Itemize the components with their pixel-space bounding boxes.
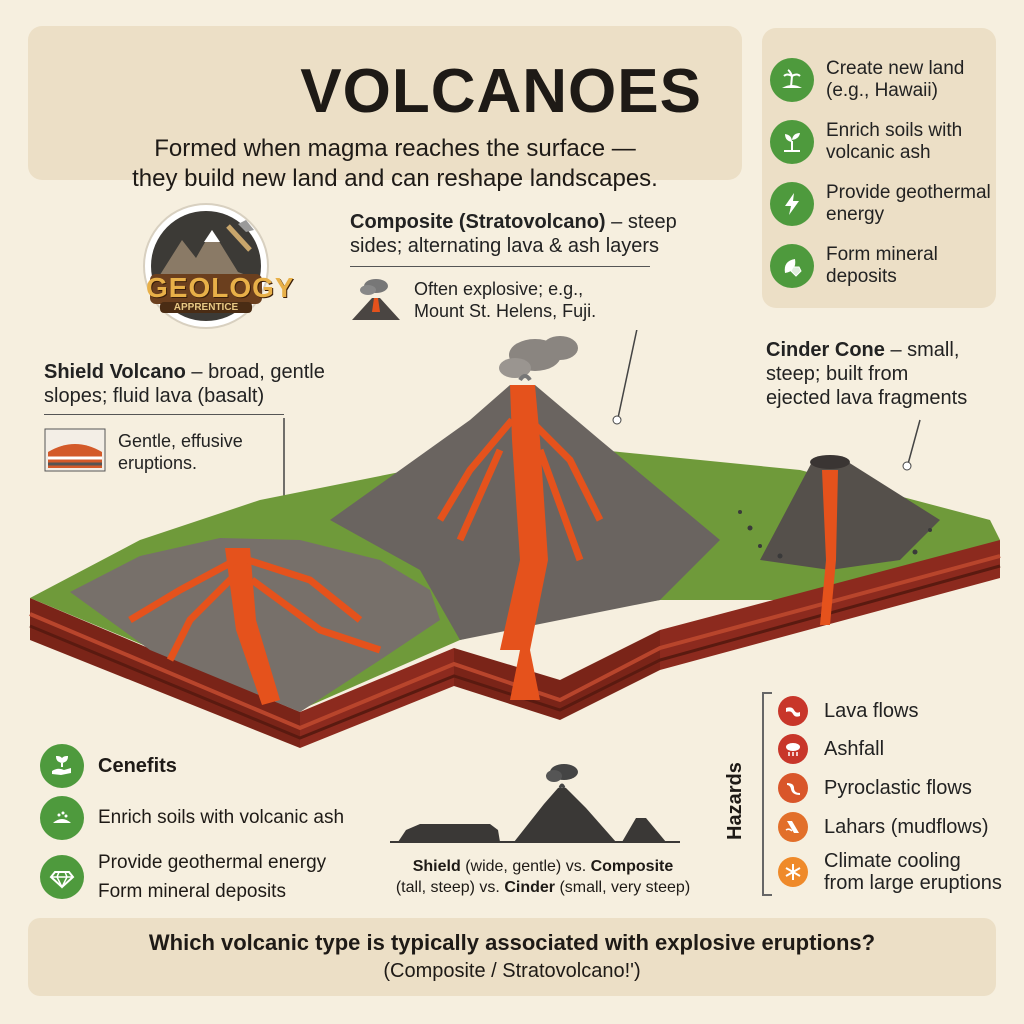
shield-name: Shield Volcano <box>44 361 186 383</box>
shield-desc-2: slopes; fluid lava (basalt) <box>44 385 265 407</box>
benefit-bottom-texts: Provide geothermal energy Form mineral d… <box>98 848 326 906</box>
composite-note-1: Often explosive; e.g., <box>414 279 584 299</box>
geology-apprentice-logo <box>143 203 269 329</box>
explosive-volcano-icon <box>352 279 400 320</box>
benefit-bottom-item: Provide geothermal energy Form mineral d… <box>40 848 326 906</box>
cinder-name: Cinder Cone <box>766 339 885 361</box>
shield-divider <box>44 414 284 415</box>
composite-silhouette <box>514 788 616 842</box>
shield-label: Shield Volcano – broad, gentle slopes; f… <box>44 360 325 408</box>
hazard-item: Lava flows <box>778 696 919 726</box>
hazard-text: Lava flows <box>824 700 919 722</box>
hazard-text: from large eruptions <box>824 872 1002 894</box>
ash-cloud-icon <box>778 734 808 764</box>
hazard-item: Lahars (mudflows) <box>778 812 989 842</box>
benefit-bottom-text: Enrich soils with volcanic ash <box>98 807 345 828</box>
benefit-line: deposits <box>826 266 897 287</box>
shield-note-1: Gentle, effusive <box>118 431 243 451</box>
benefits-heading: Cenefits <box>98 754 177 777</box>
benefit-item: Create new land(e.g., Hawaii) <box>770 58 964 102</box>
comparison-caption: Shield (wide, gentle) vs. Composite (tal… <box>378 856 708 898</box>
comparison-shield: Shield <box>412 858 461 875</box>
comparison-text-1: (wide, gentle) vs. <box>460 858 591 875</box>
shield-silhouette <box>398 824 500 842</box>
benefit-line: Form mineral <box>826 244 938 265</box>
logo-tagline: APPRENTICE <box>160 302 252 313</box>
benefit-line: Provide geothermal <box>826 182 991 203</box>
benefits-panel: Create new land(e.g., Hawaii) Enrich soi… <box>762 28 996 308</box>
subtitle-line-2: they build new land and can reshape land… <box>132 165 658 192</box>
composite-name: Composite (Stratovolcano) <box>350 211 606 233</box>
hazard-text: Ashfall <box>824 738 885 760</box>
mudflow-icon <box>778 812 808 842</box>
question-panel: Which volcanic type is typically associa… <box>28 918 996 996</box>
benefit-line: volcanic ash <box>826 142 931 163</box>
hazards-bracket <box>762 692 772 896</box>
benefit-bottom-item: Enrich soils with volcanic ash <box>40 796 344 840</box>
shield-desc-1: – broad, gentle <box>185 361 325 383</box>
subtitle: Formed when magma reaches the surface — … <box>88 134 702 194</box>
cinder-desc-2: steep; built from <box>766 363 909 385</box>
composite-label: Composite (Stratovolcano) – steep sides;… <box>350 210 677 258</box>
cinder-desc-3: ejected lava fragments <box>766 387 968 409</box>
benefits-heading-row: Cenefits <box>40 744 177 788</box>
benefit-line: Create new land <box>826 58 965 79</box>
hazard-text: Lahars (mudflows) <box>824 816 989 838</box>
hazard-item: Pyroclastic flows <box>778 773 972 803</box>
composite-note: Often explosive; e.g., Mount St. Helens,… <box>414 278 596 322</box>
shield-note-2: eruptions. <box>118 453 198 473</box>
lava-icon <box>778 696 808 726</box>
comparison-text-3: (small, very steep) <box>555 879 691 896</box>
benefit-line: Enrich soils with <box>826 120 963 141</box>
hazards-label: Hazards <box>724 762 746 840</box>
composite-desc-2: sides; alternating lava & ash layers <box>350 235 660 257</box>
hazard-item: Climate cooling from large eruptions <box>778 850 1002 894</box>
comparison-cinder: Cinder <box>504 879 555 896</box>
cinder-desc-1: – small, <box>884 339 960 361</box>
shield-note: Gentle, effusive eruptions. <box>118 430 243 474</box>
benefit-line: (e.g., Hawaii) <box>826 80 938 101</box>
title-panel: VOLCANOES Formed when magma reaches the … <box>28 26 742 192</box>
shield-volcano-icon <box>44 428 106 472</box>
hazard-item: Ashfall <box>778 734 884 764</box>
volcano-cross-section-diagram <box>29 330 1001 748</box>
pyroclastic-icon <box>778 773 808 803</box>
leaf-gem-icon <box>770 244 814 288</box>
snowflake-icon <box>778 857 808 887</box>
answer-text: (Composite / Stratovolcano!') <box>383 960 641 982</box>
soil-icon <box>40 796 84 840</box>
benefit-bottom-text: Provide geothermal energy <box>98 852 327 873</box>
composite-note-2: Mount St. Helens, Fuji. <box>414 301 597 321</box>
benefit-bottom-text: Form mineral deposits <box>98 881 286 902</box>
composite-desc-1: – steep <box>605 211 677 233</box>
island-icon <box>770 58 814 102</box>
benefit-line: energy <box>826 204 885 225</box>
lightning-icon <box>770 182 814 226</box>
logo-name: GEOLOGY <box>146 272 295 303</box>
hand-sprout-icon <box>40 744 84 788</box>
hazard-text: Climate cooling <box>824 850 961 872</box>
question-text: Which volcanic type is typically associa… <box>148 930 876 955</box>
cinder-label: Cinder Cone – small, steep; built from e… <box>766 338 967 410</box>
comparison-composite: Composite <box>590 858 674 875</box>
comparison-text-2: (tall, steep) vs. <box>395 879 505 896</box>
volcano-silhouette-comparison <box>390 764 680 843</box>
hazard-text-multiline: Climate cooling from large eruptions <box>824 850 1002 894</box>
sprout-icon <box>770 120 814 164</box>
cinder-silhouette <box>622 818 666 842</box>
composite-divider <box>350 266 650 267</box>
page-title: VOLCANOES <box>300 57 702 126</box>
subtitle-line-1: Formed when magma reaches the surface — <box>154 135 636 162</box>
gem-icon <box>40 855 84 899</box>
hazard-text: Pyroclastic flows <box>824 777 972 799</box>
